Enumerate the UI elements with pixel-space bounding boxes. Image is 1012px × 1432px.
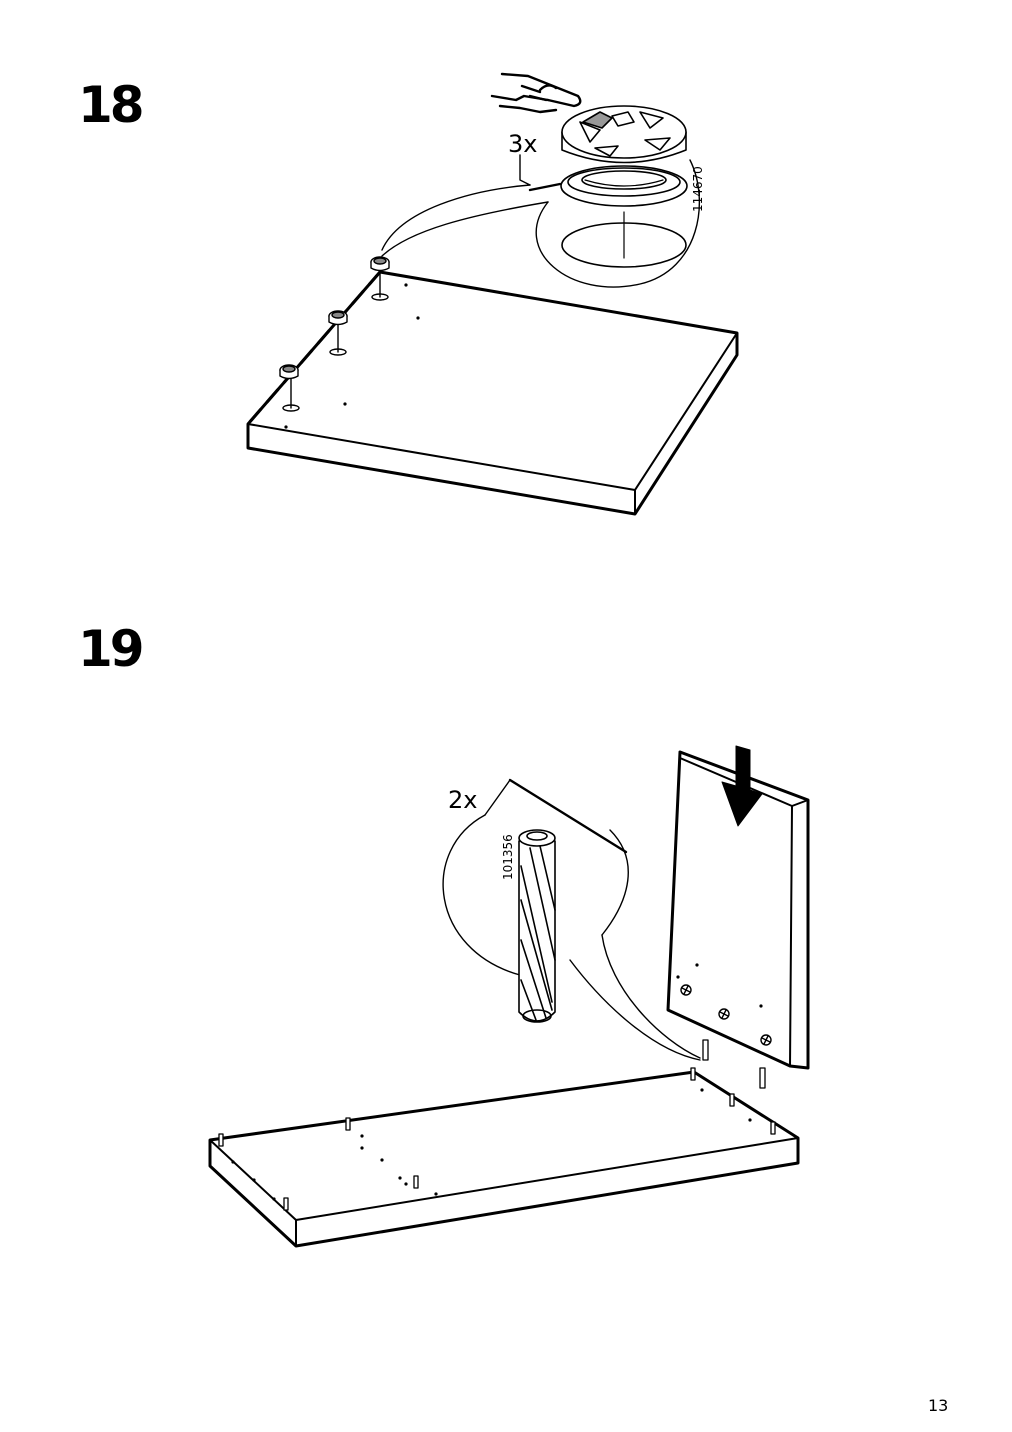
step-19-quantity: 2x — [448, 786, 477, 814]
panel-holes — [284, 283, 420, 429]
cam-lock-fitting-icon — [370, 256, 390, 301]
cam-lock-fitting-icon — [328, 310, 348, 356]
wooden-dowel-icon — [702, 1039, 766, 1089]
cam-lock-fitting-detail — [528, 105, 688, 268]
step-18-number: 18 — [78, 76, 145, 134]
step-19-number: 19 — [78, 620, 145, 678]
step-18-illustration: 3x 114670 — [246, 72, 739, 516]
cam-lock-hole-icon — [680, 984, 772, 1046]
step-19-bottom-panel — [208, 1070, 800, 1248]
step-19-callout-bubble — [442, 778, 701, 1061]
page-number: 13 — [928, 1396, 949, 1415]
down-arrow-icon — [721, 745, 763, 827]
step-18-quantity: 3x — [508, 130, 537, 158]
step-18-part-number: 114670 — [691, 166, 705, 212]
bottom-panel-holes — [231, 1088, 752, 1201]
finger-press-icon — [490, 72, 582, 114]
panel-edge-dashed — [246, 270, 382, 426]
cam-lock-fitting-icon — [279, 364, 300, 412]
step-19-illustration: 2x 101356 — [208, 745, 810, 1248]
step-18-callout-bubble — [381, 154, 701, 288]
step-18-panel — [246, 270, 739, 516]
step-19-part-number: 101356 — [501, 834, 515, 880]
wooden-dowel-detail — [518, 829, 556, 1023]
wooden-dowel-icon — [218, 1067, 776, 1211]
upright-panel-holes — [676, 963, 763, 1008]
